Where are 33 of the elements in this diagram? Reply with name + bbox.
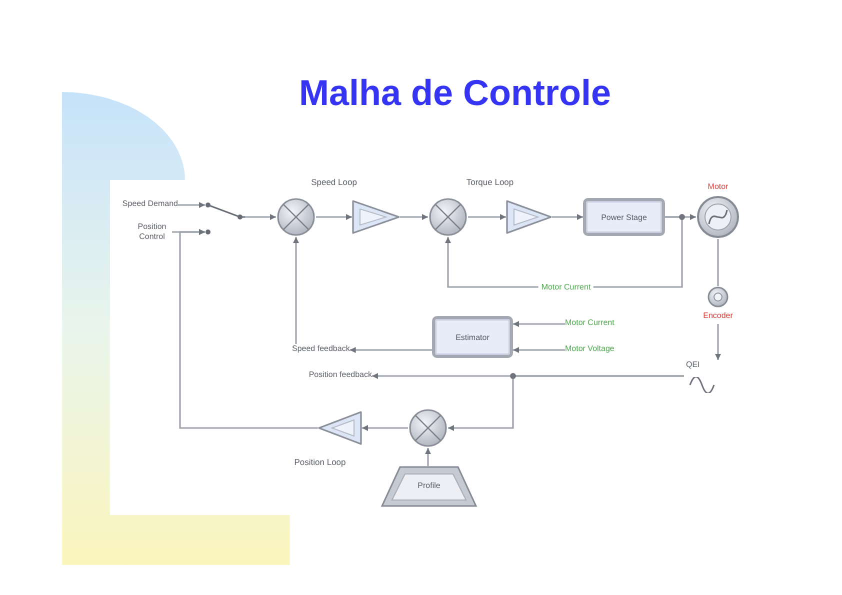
signal-line: [350, 347, 432, 353]
slide-title: Malha de Controle: [298, 72, 612, 114]
signal-label: Position feedback: [308, 370, 372, 380]
signal-label: Motor Voltage: [565, 344, 614, 354]
signal-line: [178, 202, 205, 208]
sensor-label: Encoder: [703, 311, 733, 321]
signal-line: [245, 214, 276, 220]
signal-line: [179, 229, 318, 429]
edge-label: Motor Current: [538, 282, 594, 292]
signal-label: Motor Current: [565, 318, 614, 328]
signal-line: [316, 214, 352, 220]
signal-line: [293, 237, 299, 344]
signal-line: [468, 214, 506, 220]
process-box: Estimator: [432, 316, 513, 358]
signal-label: QEI: [686, 360, 700, 370]
signal-line: [400, 214, 428, 220]
signal-label: Speed Demand: [122, 199, 178, 209]
signal-line: [513, 347, 565, 353]
signal-label: Position Control: [132, 222, 172, 242]
signal-line: [717, 239, 719, 286]
profile-label: Profile: [418, 481, 440, 491]
signal-line: [513, 321, 565, 327]
signal-line: [448, 375, 684, 431]
motor-label: Motor: [708, 182, 728, 192]
loop-label: Speed Loop: [311, 177, 357, 187]
loop-label: Torque Loop: [466, 177, 514, 187]
signal-label: Speed feedback: [292, 344, 350, 354]
signal-line: [552, 214, 583, 220]
signal-line: [425, 448, 431, 466]
signal-line: [362, 425, 408, 431]
process-box: Power Stage: [583, 198, 665, 236]
loop-label: Position Loop: [294, 457, 346, 467]
signal-line: [715, 324, 721, 360]
